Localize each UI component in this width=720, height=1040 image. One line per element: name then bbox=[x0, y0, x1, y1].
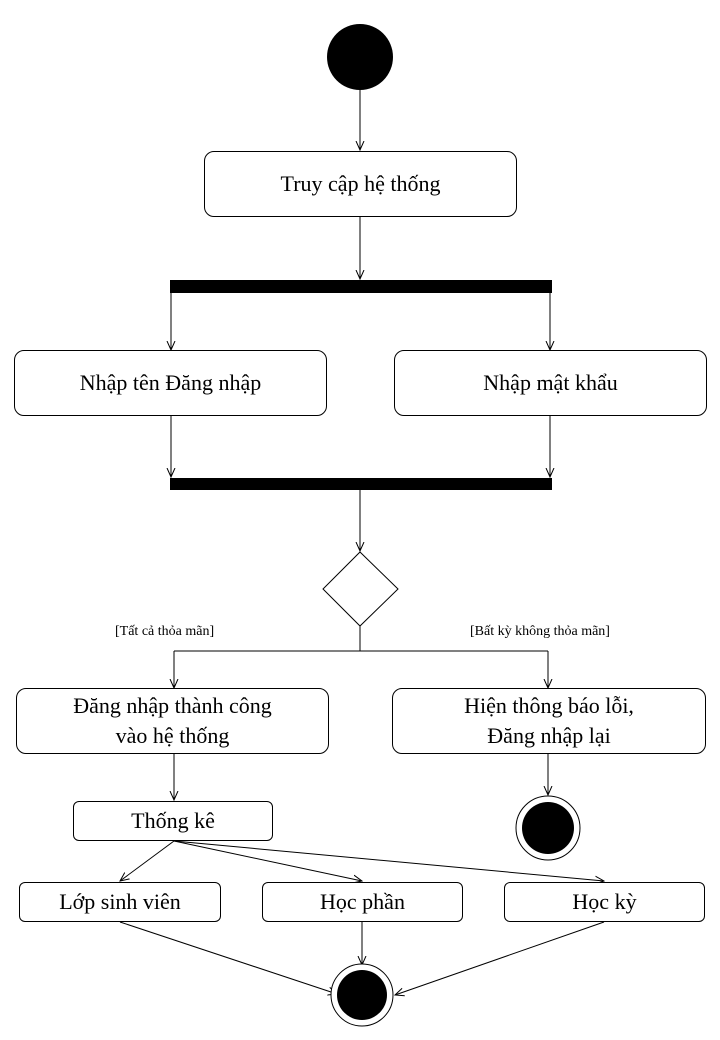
activity-login-success: Đăng nhập thành công vào hệ thống bbox=[16, 688, 329, 754]
flow-semester-to-final bbox=[395, 921, 605, 995]
final-node-error-core bbox=[522, 802, 574, 854]
activity-enter-username: Nhập tên Đăng nhập bbox=[14, 350, 327, 416]
activity-login-error: Hiện thông báo lỗi, Đăng nhập lại bbox=[392, 688, 706, 754]
activity-semester: Học kỳ bbox=[504, 882, 705, 922]
activity-course: Học phần bbox=[262, 882, 463, 922]
guard-any-not-satisfied: [Bất kỳ không thỏa mãn] bbox=[470, 624, 610, 639]
flow-class-to-final bbox=[119, 921, 337, 994]
join-bar bbox=[170, 478, 552, 490]
activity-statistics: Thống kê bbox=[73, 801, 273, 841]
initial-node bbox=[327, 24, 393, 90]
activity-enter-password: Nhập mật khẩu bbox=[394, 350, 707, 416]
flow-statistics-to-semester bbox=[173, 840, 604, 881]
flow-statistics-to-course bbox=[173, 840, 362, 881]
guard-all-satisfied: [Tất cả thỏa mãn] bbox=[115, 624, 215, 639]
activity-access-system: Truy cập hệ thống bbox=[204, 151, 517, 217]
fork-bar bbox=[170, 280, 552, 293]
activity-student-class: Lớp sinh viên bbox=[19, 882, 221, 922]
decision-node bbox=[322, 551, 399, 627]
final-node-core bbox=[337, 970, 387, 1020]
flow-statistics-to-class bbox=[120, 840, 175, 881]
